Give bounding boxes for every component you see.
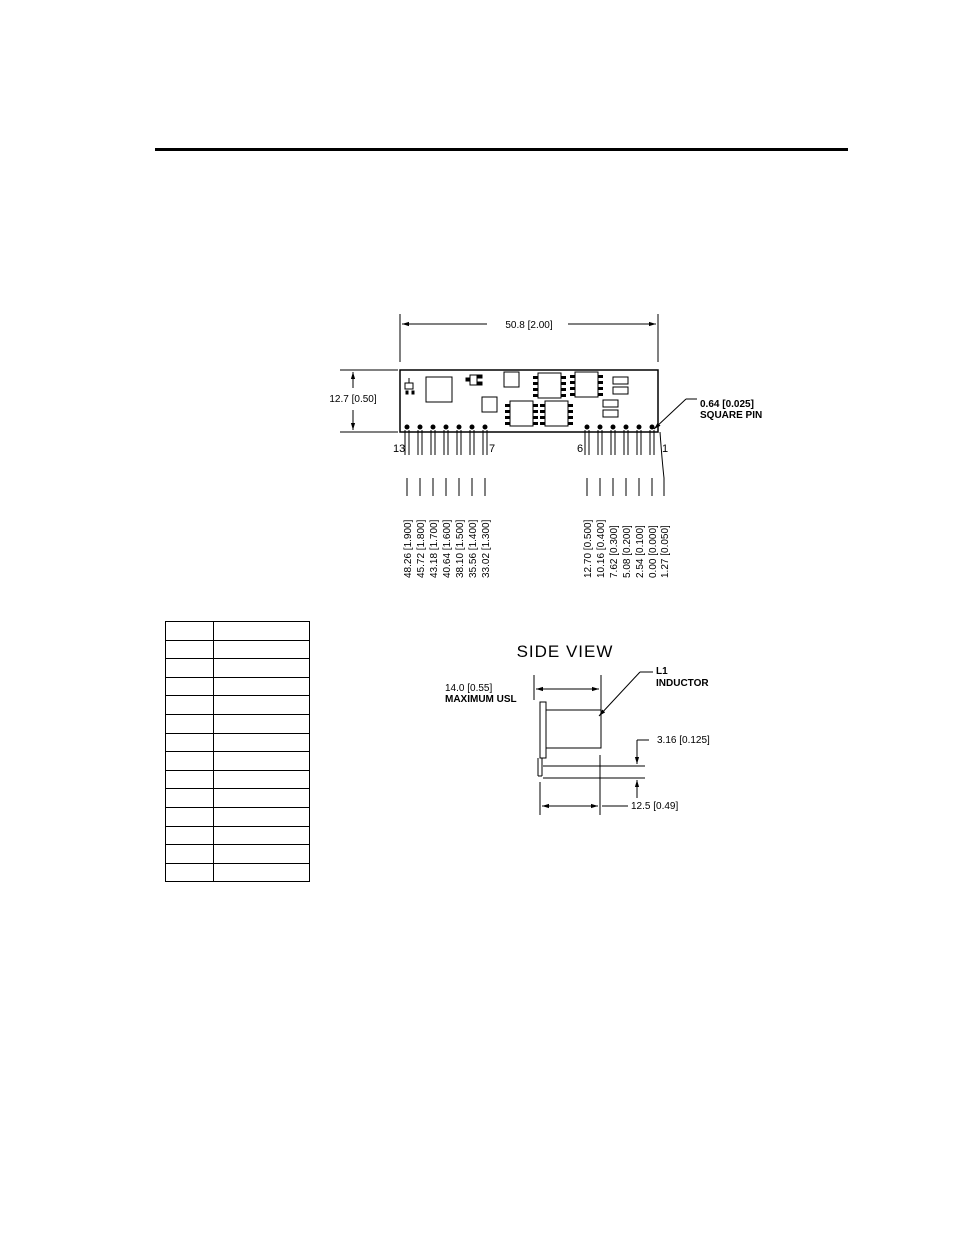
square-pin-dimension: 0.64 [0.025]: [700, 399, 754, 410]
table-cell: [165, 806, 214, 827]
depth-dimension: 12.5 [0.49]: [631, 801, 678, 812]
square-pin-label: SQUARE PIN: [700, 410, 762, 421]
table-cell: [213, 788, 310, 808]
board-outline: [399, 369, 659, 433]
pin-position-label: 12.70 [0.500]: [583, 519, 594, 578]
table-row: [165, 844, 310, 864]
left-pin-positions: 48.26 [1.900] 45.72 [1.800] 43.18 [1.700…: [403, 519, 492, 578]
table-cell: [213, 751, 310, 771]
table-row: [165, 658, 310, 678]
top-view: 50.8 [2.00] 12.7 [0.50]: [329, 314, 762, 578]
table-cell: [165, 788, 214, 808]
max-height-label: MAXIMUM USL: [445, 694, 517, 705]
table-cell: [213, 806, 310, 827]
table-cell: [213, 713, 310, 734]
table-cell: [213, 844, 310, 864]
side-view-title: SIDE VIEW: [517, 642, 614, 661]
table-cell: [165, 695, 214, 715]
pin-position-label: 38.10 [1.500]: [455, 519, 466, 578]
table-cell: [213, 639, 310, 660]
table-row: [165, 751, 310, 771]
table-cell: [213, 676, 310, 697]
pin-label-13: 13: [393, 443, 405, 455]
pin-position-label: 10.16 [0.400]: [596, 519, 607, 578]
table-cell: [213, 695, 310, 715]
right-pin-positions: 12.70 [0.500] 10.16 [0.400] 7.62 [0.300]…: [583, 519, 671, 578]
table-row: [165, 695, 310, 715]
pin-position-label: 35.56 [1.400]: [468, 519, 479, 578]
table-row: [165, 639, 310, 660]
pin-position-label: 5.08 [0.200]: [622, 525, 633, 578]
pin-position-label: 33.02 [1.300]: [481, 519, 492, 578]
table-cell: [165, 825, 214, 846]
inductor-ref: L1: [656, 666, 668, 677]
table-row: [165, 713, 310, 734]
table-row: [165, 769, 310, 790]
table-cell: [213, 769, 310, 790]
table-cell: [213, 658, 310, 678]
pin-position-label: 45.72 [1.800]: [416, 519, 427, 578]
table-cell: [165, 676, 214, 697]
table-cell: [165, 769, 214, 790]
table-cell: [165, 844, 214, 864]
pin-length-dimension: 3.16 [0.125]: [657, 735, 710, 746]
table-row: [165, 621, 310, 641]
pin-position-label: 40.64 [1.600]: [442, 519, 453, 578]
pin-position-label: 2.54 [0.100]: [635, 525, 646, 578]
pin-position-label: 1.27 [0.050]: [660, 525, 671, 578]
pin-position-label: 48.26 [1.900]: [403, 519, 414, 578]
table-cell: [165, 732, 214, 753]
board-components: [404, 371, 629, 427]
pin-label-1: 1: [662, 443, 668, 455]
table-cell: [213, 621, 310, 641]
side-profile: [537, 701, 645, 815]
table-cell: [165, 621, 214, 641]
table-row: [165, 825, 310, 846]
pin-function-table: [165, 621, 310, 883]
table-row: [165, 676, 310, 697]
table-row: [165, 732, 310, 753]
side-view: SIDE VIEW L1 INDUCTOR 14.0 [0.55] MAXIMU…: [445, 642, 710, 815]
table-row: [165, 862, 310, 883]
pins: [404, 424, 665, 496]
max-height-dimension: 14.0 [0.55]: [445, 683, 492, 694]
table-cell: [165, 658, 214, 678]
pin-label-6: 6: [577, 443, 583, 455]
table-cell: [165, 751, 214, 771]
width-dimension: 50.8 [2.00]: [505, 320, 552, 331]
table-cell: [213, 732, 310, 753]
height-dimension: 12.7 [0.50]: [329, 394, 376, 405]
pin-position-label: 43.18 [1.700]: [429, 519, 440, 578]
header-rule: [155, 148, 848, 151]
table-row: [165, 806, 310, 827]
table-row: [165, 788, 310, 808]
pin-position-label: 0.00 [0.000]: [648, 525, 659, 578]
table-cell: [165, 713, 214, 734]
pin-position-label: 7.62 [0.300]: [609, 525, 620, 578]
pin-label-7: 7: [489, 443, 495, 455]
table-cell: [165, 639, 214, 660]
inductor-label: INDUCTOR: [656, 678, 709, 689]
table-cell: [213, 825, 310, 846]
table-cell: [165, 862, 214, 883]
table-cell: [213, 862, 310, 883]
